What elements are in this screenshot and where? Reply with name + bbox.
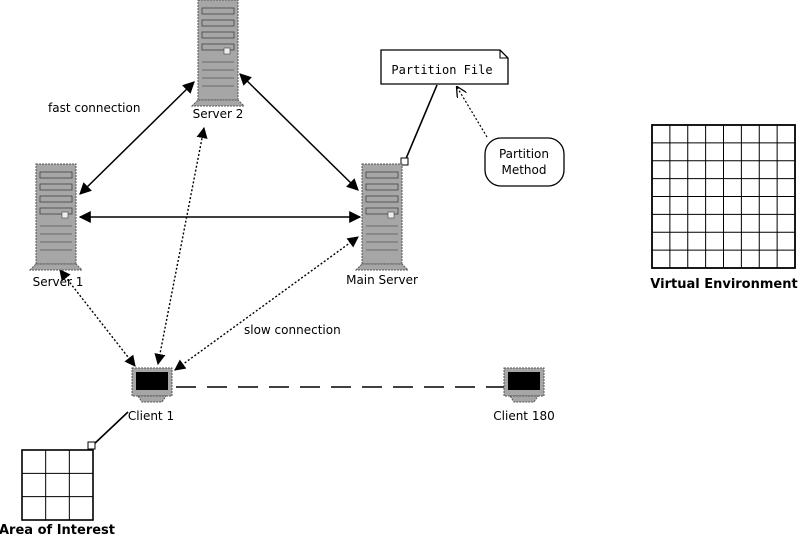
edge-server1-server2 xyxy=(79,81,195,195)
client-180-node: Client 180 xyxy=(493,367,555,423)
partition-method-line1: Partition xyxy=(499,147,549,161)
client-180-icon xyxy=(503,367,545,403)
partition-file-label: Partition File xyxy=(391,63,492,77)
attach-point-main xyxy=(400,157,409,166)
edge-aoi-client1 xyxy=(91,411,129,447)
fast-connections xyxy=(78,73,362,223)
partition-method-box: Partition Method xyxy=(484,137,565,187)
edge-server2-main xyxy=(239,73,359,191)
server-2-label: Server 2 xyxy=(193,107,244,121)
virtual-environment-grid xyxy=(651,124,796,269)
attach-point-aoi xyxy=(87,441,96,450)
area-of-interest-label: Area of Interest xyxy=(0,523,115,538)
edge-client1-server2 xyxy=(154,126,208,366)
partition-file-note: Partition File xyxy=(380,49,509,85)
server-1-node: Server 1 xyxy=(29,163,84,289)
main-server-label: Main Server xyxy=(346,273,418,287)
grid-frame xyxy=(21,449,94,521)
server-1-icon xyxy=(29,163,83,271)
edge-method-file xyxy=(457,87,488,138)
area-of-interest-grid xyxy=(21,449,94,521)
partition-method-line2: Method xyxy=(501,163,546,177)
edge-client1-server1 xyxy=(59,269,136,367)
edge-client1-main xyxy=(174,236,359,371)
client-1-label: Client 1 xyxy=(128,409,174,423)
edge-file-main xyxy=(404,84,438,162)
client-1-icon xyxy=(131,367,173,403)
fast-connection-label: fast connection xyxy=(48,101,140,115)
client-180-label: Client 180 xyxy=(493,409,554,423)
slow-connections xyxy=(59,126,359,371)
server-1-label: Server 1 xyxy=(33,275,84,289)
main-server-icon xyxy=(355,163,409,271)
server-2-icon xyxy=(191,0,245,107)
slow-connection-label: slow connection xyxy=(244,323,341,337)
client-1-node: Client 1 xyxy=(128,367,174,423)
server-2-node: Server 2 xyxy=(191,0,245,121)
note-shape xyxy=(380,49,509,85)
virtual-environment-label: Virtual Environment xyxy=(650,277,797,292)
main-server-node: Main Server xyxy=(346,163,418,287)
